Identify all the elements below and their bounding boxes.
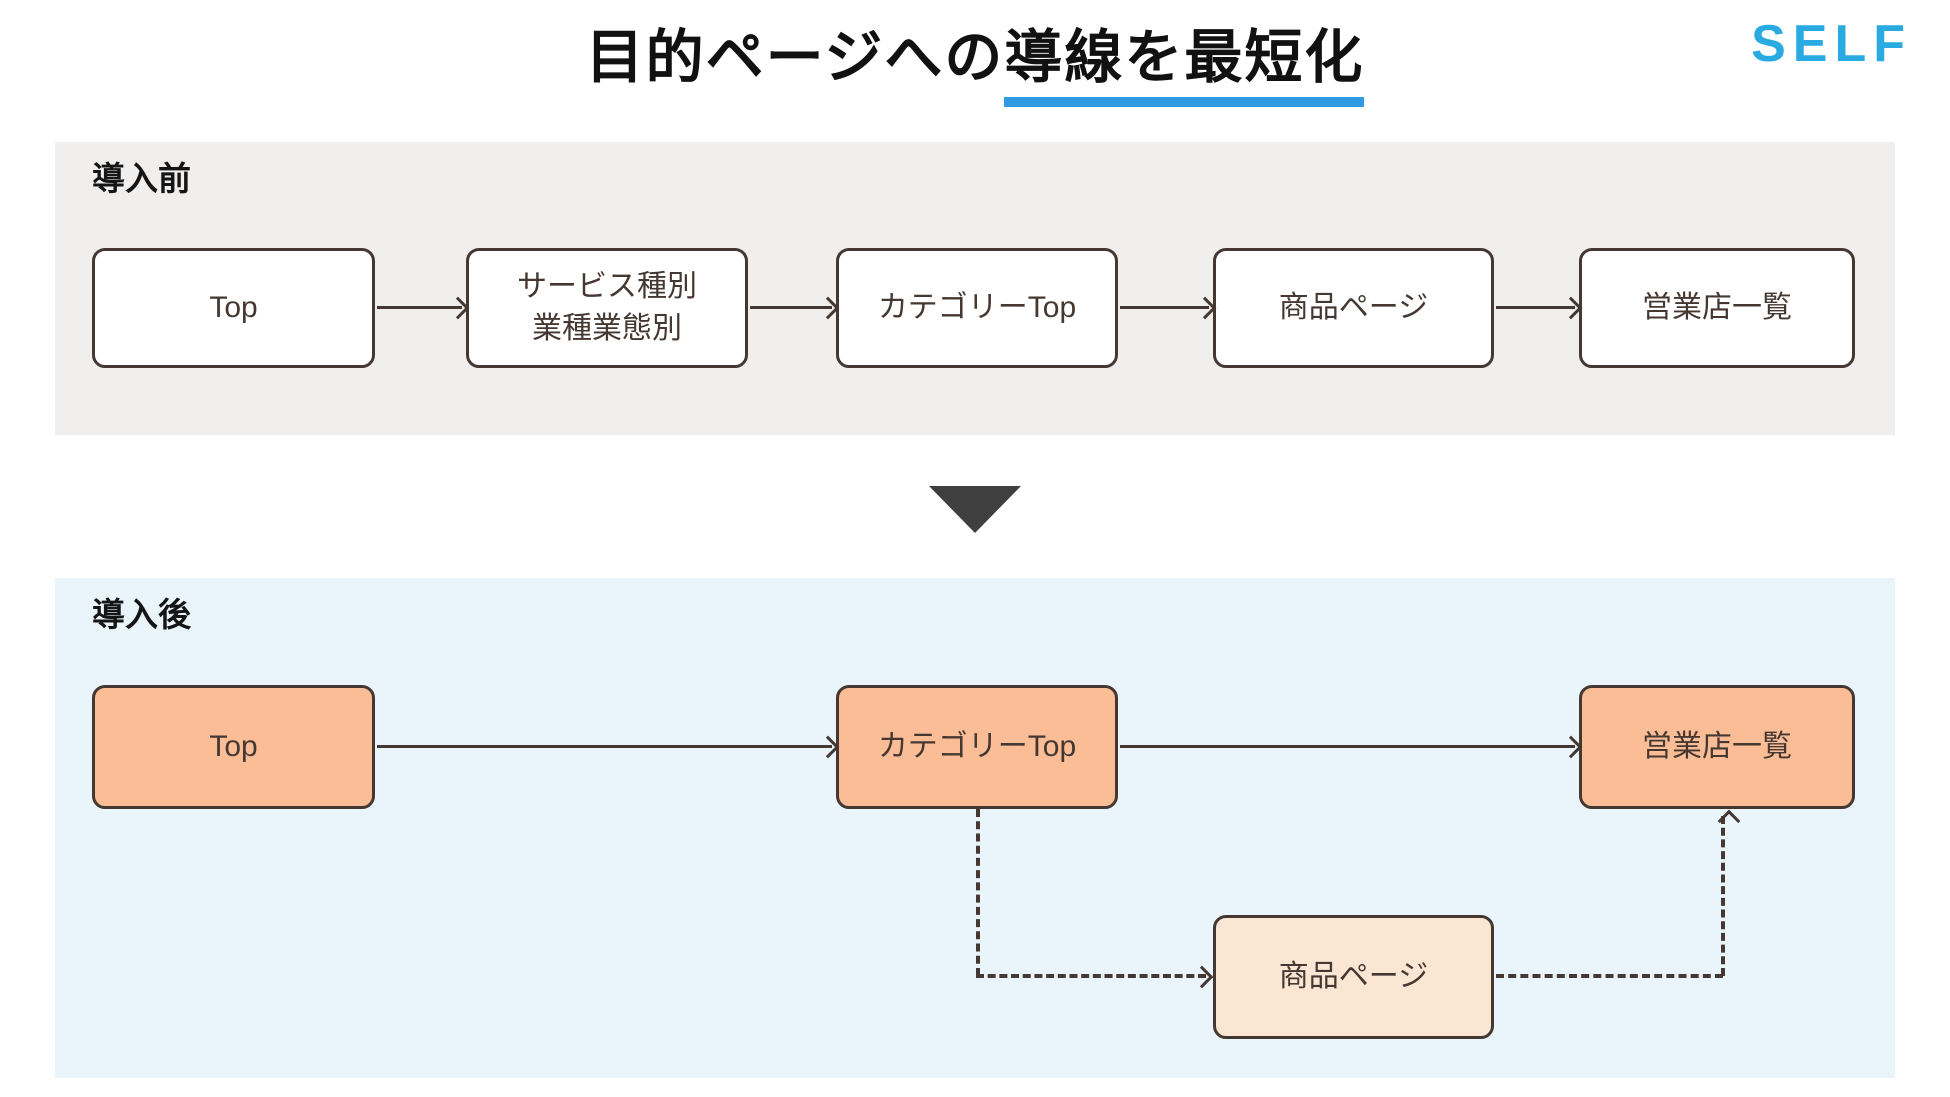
dashed-connector-horizontal xyxy=(976,965,1214,989)
self-logo: SELF xyxy=(1751,15,1912,73)
title-prefix: 目的ページへの xyxy=(585,25,1005,90)
down-arrow-icon xyxy=(929,486,1021,533)
dashed-connector-vertical xyxy=(976,809,980,976)
flow-node-shop-list: 営業店一覧 xyxy=(1579,685,1855,809)
flow-node-top: Top xyxy=(92,248,375,368)
dashed-connector-horizontal xyxy=(1496,974,1723,978)
flow-node-product-page: 商品ページ xyxy=(1213,915,1494,1039)
page-title: 目的ページへの導線を最短化 xyxy=(0,22,1950,107)
flow-node-category-top: カテゴリーTop xyxy=(836,685,1118,809)
flow-node-service-type: サービス種別 業種業態別 xyxy=(466,248,748,368)
dashed-connector-vertical xyxy=(1717,809,1741,976)
flow-node-top: Top xyxy=(92,685,375,809)
after-panel: 導入後 Top カテゴリーTop 営業店一覧 商品ページ xyxy=(55,578,1895,1078)
flow-arrow xyxy=(1120,296,1217,320)
arrowhead-up-icon xyxy=(1717,809,1741,833)
after-label: 導入後 xyxy=(92,596,191,633)
flow-node-product-page: 商品ページ xyxy=(1213,248,1494,368)
before-panel: 導入前 Top サービス種別 業種業態別 カテゴリーTop 商品ページ 営業店一… xyxy=(55,142,1895,435)
title-highlighted: 導線を最短化 xyxy=(1004,25,1365,107)
flow-node-shop-list: 営業店一覧 xyxy=(1579,248,1855,368)
flow-arrow xyxy=(750,296,840,320)
flow-node-category-top: カテゴリーTop xyxy=(836,248,1118,368)
before-label: 導入前 xyxy=(92,160,191,197)
flow-arrow xyxy=(377,735,840,759)
flow-arrow xyxy=(377,296,470,320)
arrowhead-right-icon xyxy=(1190,965,1214,989)
flow-arrow xyxy=(1120,735,1583,759)
flow-arrow xyxy=(1496,296,1583,320)
